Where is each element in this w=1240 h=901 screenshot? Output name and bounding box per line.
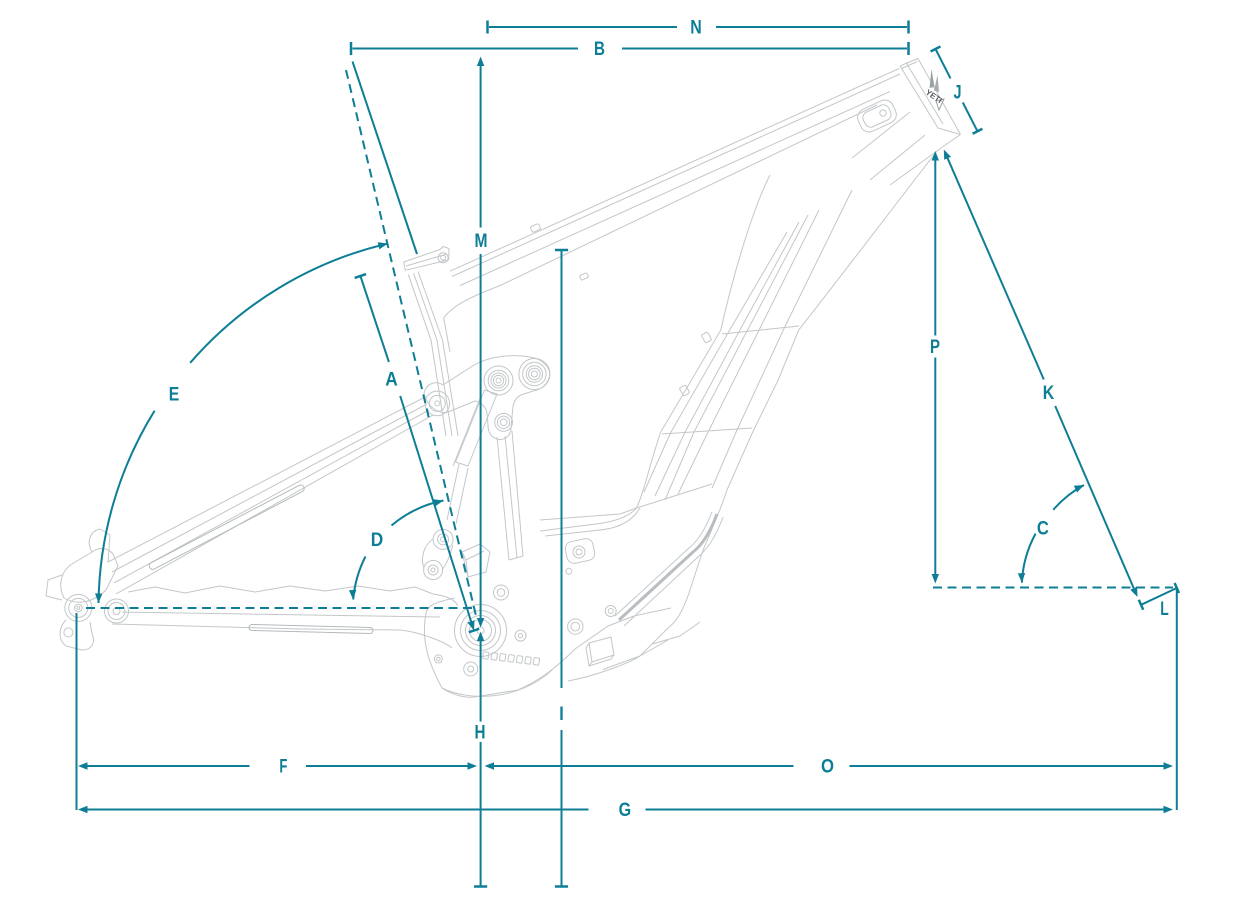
svg-text:E: E (169, 385, 180, 406)
svg-text:B: B (594, 39, 605, 60)
svg-text:H: H (475, 723, 486, 744)
svg-text:F: F (279, 757, 287, 778)
svg-text:O: O (821, 757, 834, 778)
svg-text:J: J (954, 83, 962, 104)
svg-text:N: N (690, 18, 702, 39)
svg-text:I: I (559, 704, 564, 725)
svg-text:C: C (1037, 519, 1049, 540)
svg-text:L: L (1160, 599, 1169, 620)
svg-text:K: K (1043, 383, 1055, 404)
svg-text:D: D (371, 530, 384, 551)
svg-text:M: M (475, 231, 488, 252)
svg-text:G: G (619, 800, 632, 821)
svg-text:P: P (930, 337, 940, 358)
svg-text:A: A (385, 370, 398, 391)
